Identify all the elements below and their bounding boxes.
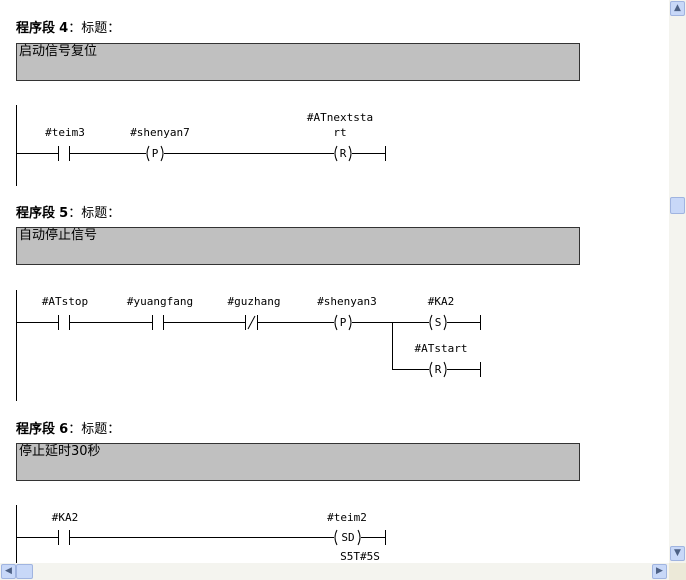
chevron-right-icon: ▶	[656, 566, 663, 576]
coil-type: P	[340, 316, 347, 329]
contact-no[interactable]	[58, 530, 70, 545]
scroll-left-button[interactable]: ◀	[1, 564, 16, 579]
operand-label: #ATstart	[415, 342, 468, 355]
horizontal-scroll-thumb[interactable]	[16, 564, 33, 579]
coil-p[interactable]	[334, 314, 352, 331]
operand-label: #teim3	[45, 126, 85, 139]
title-label: ：标题：	[68, 206, 121, 221]
contact-no[interactable]	[58, 315, 70, 330]
operand-label: #ATnextsta	[307, 111, 373, 124]
network-5-comment[interactable]: 自动停止信号	[16, 227, 580, 265]
coil-type: S	[435, 316, 442, 329]
coil-type: R	[340, 147, 347, 160]
coil-type: R	[435, 363, 442, 376]
operand-label: #guzhang	[228, 295, 281, 308]
title-label: ：标题：	[68, 21, 121, 36]
operand-label: #shenyan3	[317, 295, 377, 308]
network-6-comment[interactable]: 停止延时30秒	[16, 443, 580, 481]
operand-label: #KA2	[52, 511, 79, 524]
operand-label: #shenyan7	[130, 126, 190, 139]
network-5-header: 程序段 5：标题：	[16, 202, 120, 221]
chevron-up-icon: ▲	[674, 3, 681, 13]
network-label: 程序段	[16, 422, 56, 437]
scroll-up-button[interactable]: ▲	[670, 1, 685, 16]
contact-no[interactable]	[58, 146, 70, 161]
contact-nc[interactable]	[245, 315, 258, 330]
contact-no[interactable]	[152, 315, 164, 330]
network-4-comment[interactable]: 启动信号复位	[16, 43, 580, 81]
network-label: 程序段	[16, 21, 56, 36]
coil-type: P	[152, 147, 159, 160]
title-label: ：标题：	[68, 422, 121, 437]
chevron-left-icon: ◀	[5, 566, 12, 576]
operand-label: #ATstop	[42, 295, 88, 308]
network-label: 程序段	[16, 206, 56, 221]
vertical-scroll-thumb[interactable]	[670, 197, 685, 214]
horizontal-scrollbar[interactable]: ◀ ▶	[0, 563, 669, 580]
coil-s[interactable]	[429, 314, 447, 331]
scroll-down-button[interactable]: ▼	[670, 546, 685, 561]
vertical-scrollbar[interactable]: ▲ ▼	[669, 0, 686, 563]
chevron-down-icon: ▼	[674, 548, 681, 558]
scrollbar-corner	[669, 563, 686, 580]
network-4-rung	[16, 105, 386, 186]
operand-label: #KA2	[428, 295, 455, 308]
ladder-diagram: #teim3 #shenyan7 P #ATnextsta rt R #ATst…	[16, 105, 481, 563]
network-6-header: 程序段 6：标题：	[16, 418, 120, 437]
network-4-header: 程序段 4：标题：	[16, 17, 120, 36]
network-number: 6	[59, 422, 69, 437]
network-number: 5	[59, 206, 69, 221]
network-number: 4	[59, 21, 69, 36]
operand-label: rt	[333, 126, 346, 139]
operand-label: #teim2	[327, 511, 367, 524]
coil-r[interactable]	[334, 145, 352, 162]
coil-r[interactable]	[429, 361, 447, 378]
coil-type: SD	[341, 531, 354, 544]
scroll-right-button[interactable]: ▶	[652, 564, 667, 579]
network-6-rung	[16, 505, 386, 563]
timer-value: S5T#5S	[340, 550, 380, 563]
coil-p[interactable]	[146, 145, 164, 162]
operand-label: #yuangfang	[127, 295, 193, 308]
network-5-rung	[16, 290, 481, 401]
timer-coil-sd[interactable]	[334, 529, 361, 546]
